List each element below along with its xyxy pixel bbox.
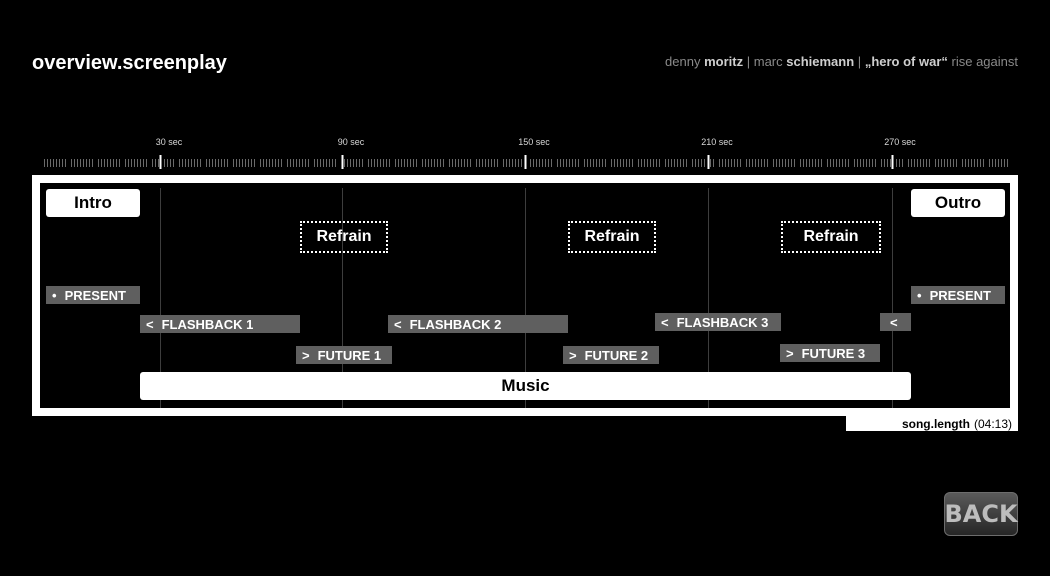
grid-line-150 [525,188,526,408]
flashback-label: FLASHBACK 3 [676,314,769,330]
tick-label-270: 270 sec [884,137,916,147]
flashback-marker: < [890,314,898,330]
present-bar-end: • PRESENT [911,286,1005,304]
credit-separator: | [746,54,751,69]
future-bar-3: > FUTURE 3 [780,344,880,362]
screenplay-frame: Intro Outro Refrain Refrain Refrain • PR… [32,175,1018,416]
refrain-block-2: Refrain [568,221,656,253]
grid-line-90 [342,188,343,408]
page-title: overview.screenplay [32,52,227,74]
time-ruler [44,155,1008,169]
credit-first-name-2: marc [753,54,783,69]
grid-line-210 [708,188,709,408]
refrain-block-1: Refrain [300,221,388,253]
present-label: PRESENT [64,287,126,303]
tick-label-150: 150 sec [518,137,550,147]
flashback-label: FLASHBACK 2 [409,316,502,332]
flashback-bar-2: < FLASHBACK 2 [388,315,568,333]
present-marker: • [917,287,922,303]
credit-separator: | [857,54,862,69]
credit-artist: rise against [951,54,1018,69]
flashback-bar-1: < FLASHBACK 1 [140,315,300,333]
credit-first-name-1: denny [665,54,701,69]
future-marker: > [302,347,310,363]
present-label: PRESENT [929,287,991,303]
present-marker: • [52,287,57,303]
intro-block: Intro [46,189,140,217]
credit-last-name-1: moritz [704,54,744,69]
song-length-value: (04:13) [973,416,1012,431]
future-label: FUTURE 3 [801,345,866,361]
song-length-label: song.length [901,416,970,431]
flashback-marker: < [661,314,669,330]
music-bar: Music [140,372,911,400]
flashback-bar-3: < FLASHBACK 3 [655,313,781,331]
tick-label-30: 30 sec [155,137,183,147]
flashback-marker: < [146,316,154,332]
present-bar-start: • PRESENT [46,286,140,304]
tick-label-90: 90 sec [337,137,365,147]
credit-last-name-2: schiemann [786,54,855,69]
future-marker: > [569,347,577,363]
flashback-bar-4: < [880,313,911,331]
tick-label-210: 210 sec [701,137,733,147]
refrain-block-3: Refrain [781,221,881,253]
credit-song-title: „hero of war“ [864,54,948,69]
flashback-marker: < [394,316,402,332]
future-marker: > [786,345,794,361]
grid-line-270 [892,188,893,408]
back-button[interactable]: BACK [944,492,1018,536]
flashback-label: FLASHBACK 1 [161,316,254,332]
outro-block: Outro [911,189,1005,217]
future-label: FUTURE 2 [584,347,649,363]
song-length: song.length (04:13) [846,416,1018,431]
future-bar-2: > FUTURE 2 [563,346,659,364]
future-label: FUTURE 1 [317,347,382,363]
credits: denny moritz | marc schiemann | „hero of… [665,54,1018,69]
grid-line-30 [160,188,161,408]
future-bar-1: > FUTURE 1 [296,346,392,364]
